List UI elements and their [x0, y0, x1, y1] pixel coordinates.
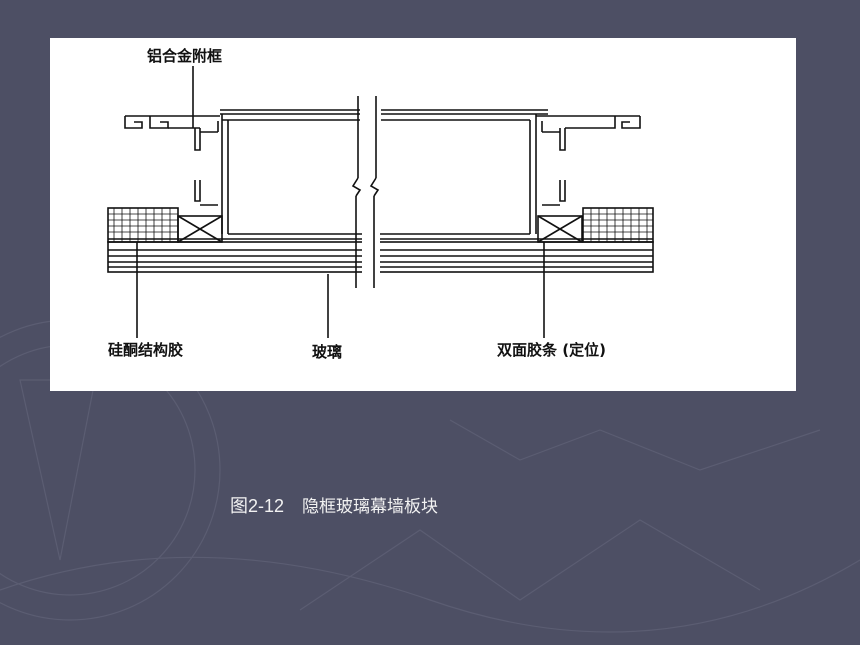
- diagram-panel: 铝合金附框 硅酮结构胶 玻璃 双面胶条 (定位): [50, 38, 796, 391]
- label-aluminum-subframe: 铝合金附框: [147, 47, 223, 65]
- label-double-sided-tape: 双面胶条 (定位): [497, 341, 606, 359]
- label-structural-silicone: 硅酮结构胶: [108, 341, 184, 359]
- glass-panel-section-drawing: [107, 66, 654, 338]
- figure-title: 隐框玻璃幕墙板块: [302, 497, 439, 517]
- figure-caption: 图2-12 隐框玻璃幕墙板块: [230, 492, 438, 518]
- label-glass: 玻璃: [312, 343, 343, 361]
- figure-number: 图2-12: [230, 496, 285, 516]
